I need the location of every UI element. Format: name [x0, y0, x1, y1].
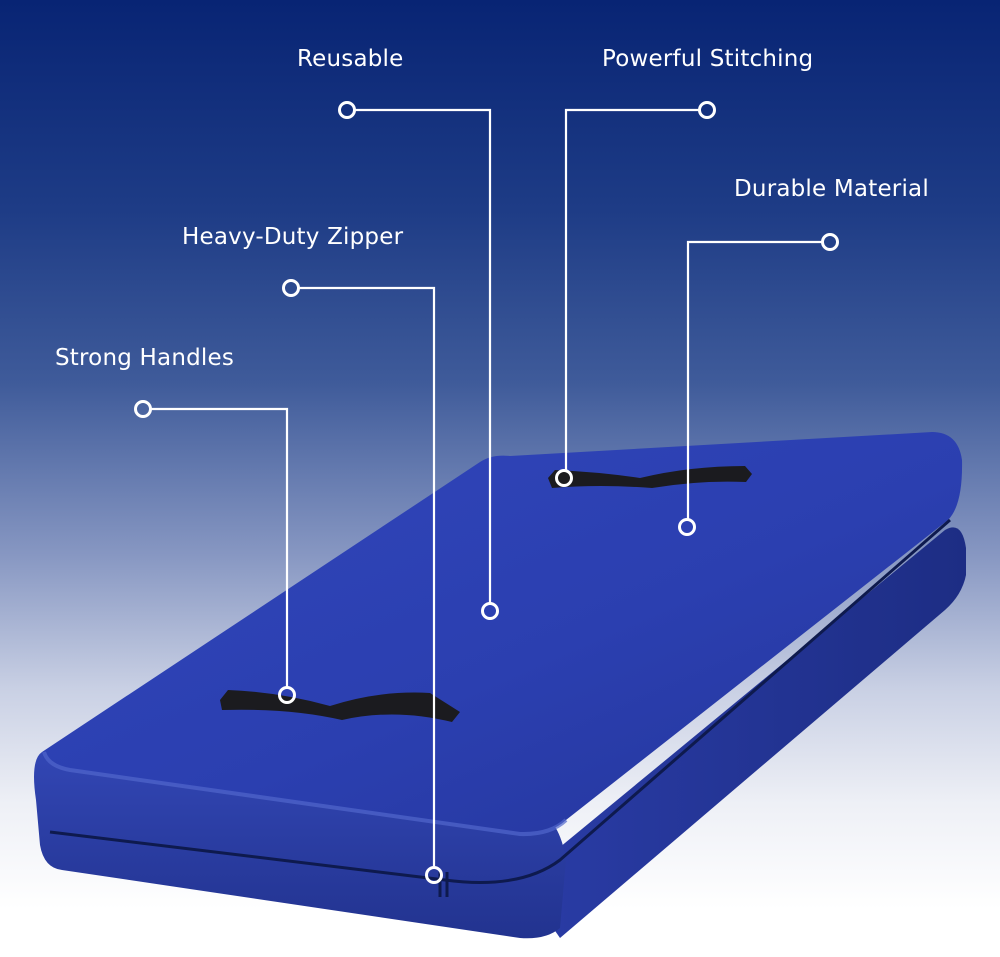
callout-line-reusable [355, 108, 492, 603]
marker-stitching-end [555, 469, 573, 487]
callout-line-stitching [564, 108, 699, 470]
marker-reusable-start [338, 101, 356, 119]
callout-durable-material: Durable Material [734, 176, 929, 202]
callout-line-zipper [299, 286, 436, 866]
marker-handles-start [134, 400, 152, 418]
marker-stitching-start [698, 101, 716, 119]
callout-line-handles [151, 407, 289, 687]
marker-material-end [678, 518, 696, 536]
callout-heavy-duty-zipper: Heavy-Duty Zipper [182, 224, 404, 250]
marker-handles-end [278, 686, 296, 704]
marker-zipper-start [282, 279, 300, 297]
handle-back [548, 466, 752, 488]
marker-zipper-end [425, 866, 443, 884]
mattress-top [42, 432, 963, 835]
mattress-side [520, 527, 966, 938]
callout-line-material [686, 240, 822, 519]
callout-powerful-stitching: Powerful Stitching [602, 46, 814, 72]
marker-reusable-end [481, 602, 499, 620]
callout-reusable: Reusable [297, 46, 404, 72]
zipper-seam [49, 518, 951, 884]
callout-strong-handles: Strong Handles [55, 345, 235, 371]
mattress-edge-highlight [42, 751, 568, 837]
marker-material-start [821, 233, 839, 251]
